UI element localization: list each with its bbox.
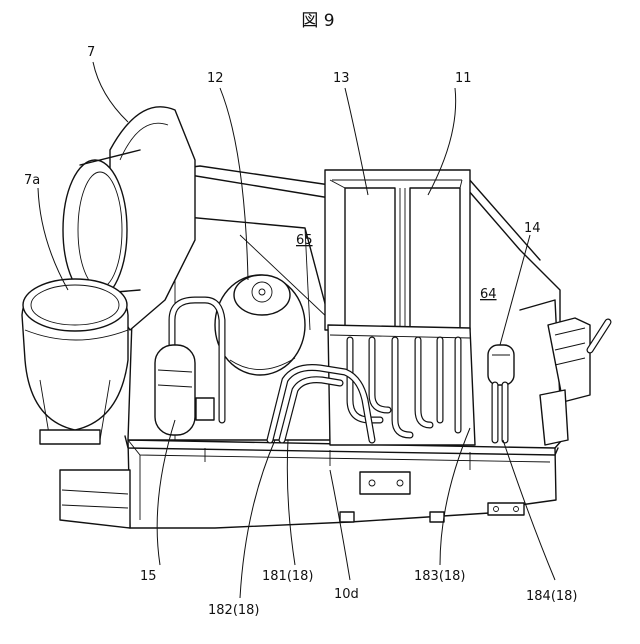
- label-11: 11: [455, 71, 472, 86]
- air-inlet-7a: [22, 279, 128, 444]
- tube-coil-block: [328, 325, 475, 445]
- base-housing-10d: [60, 436, 558, 528]
- end-panel: [540, 318, 608, 445]
- label-14: 14: [524, 221, 541, 236]
- label-65: 65: [296, 233, 313, 248]
- label-12: 12: [207, 71, 224, 86]
- label-15: 15: [140, 569, 157, 584]
- label-184-18: 184(18): [526, 589, 578, 604]
- figure-title: 図 9: [301, 11, 334, 31]
- valve-14: [488, 345, 514, 440]
- label-7: 7: [87, 45, 95, 60]
- heat-exchanger-13-11: [325, 170, 470, 330]
- label-182-18: 182(18): [208, 603, 260, 618]
- label-183-18: 183(18): [414, 569, 466, 584]
- label-64: 64: [480, 287, 497, 302]
- label-7a: 7a: [24, 173, 40, 188]
- label-181-18: 181(18): [262, 569, 314, 584]
- motor-12: [215, 275, 305, 375]
- label-10d: 10d: [334, 587, 359, 602]
- label-13: 13: [333, 71, 350, 86]
